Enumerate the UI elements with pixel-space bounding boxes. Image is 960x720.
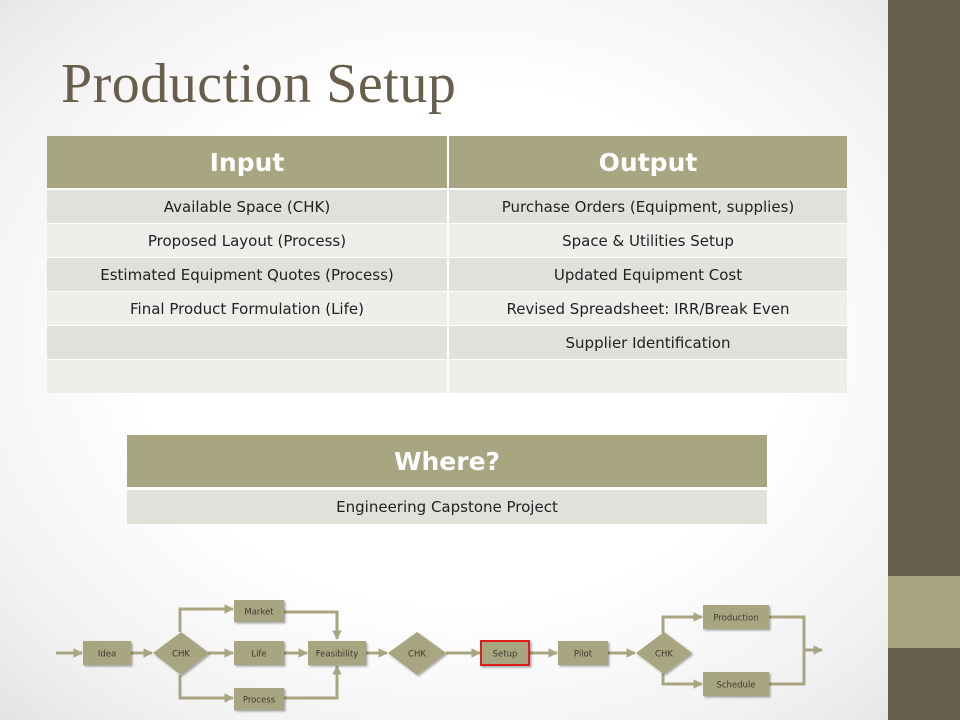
flow-label-chk2: CHK bbox=[408, 650, 426, 660]
input-cell bbox=[47, 325, 447, 359]
table-row: Available Space (CHK) Purchase Orders (E… bbox=[47, 188, 847, 223]
flow-node-chk2 bbox=[388, 632, 446, 675]
flow-node-production bbox=[703, 605, 769, 629]
output-cell: Purchase Orders (Equipment, supplies) bbox=[447, 188, 847, 223]
slide-title: Production Setup bbox=[61, 53, 457, 115]
flow-node-life bbox=[234, 641, 284, 665]
process-flowchart: Idea CHK Market Life Process Feasibility… bbox=[56, 600, 823, 710]
flow-node-pilot bbox=[558, 641, 608, 665]
flow-node-process bbox=[234, 688, 284, 710]
output-cell: Supplier Identification bbox=[447, 325, 847, 359]
arrow-chk-to-process bbox=[178, 675, 234, 703]
flow-label-setup: Setup bbox=[493, 650, 518, 660]
flow-label-life: Life bbox=[251, 650, 266, 660]
arrow-chk-to-production bbox=[661, 612, 703, 633]
flow-label-production: Production bbox=[713, 614, 758, 624]
side-decoration-accent bbox=[888, 576, 960, 648]
flow-label-process: Process bbox=[243, 696, 276, 706]
flow-label-idea: Idea bbox=[98, 650, 116, 660]
arrow-chk-to-schedule bbox=[661, 673, 703, 689]
flow-label-market: Market bbox=[244, 608, 274, 618]
flow-node-chk1 bbox=[153, 632, 209, 675]
table-row: Supplier Identification bbox=[47, 325, 847, 359]
input-cell bbox=[47, 359, 447, 393]
arrow-chk-to-market bbox=[178, 604, 234, 632]
flow-node-chk3 bbox=[636, 632, 692, 674]
input-cell: Available Space (CHK) bbox=[47, 188, 447, 223]
flow-node-market bbox=[234, 600, 284, 622]
output-cell: Space & Utilities Setup bbox=[447, 223, 847, 257]
table-row bbox=[47, 359, 847, 393]
flow-node-setup bbox=[480, 640, 530, 666]
flow-label-pilot: Pilot bbox=[574, 650, 593, 660]
output-cell bbox=[447, 359, 847, 393]
output-cell: Updated Equipment Cost bbox=[447, 257, 847, 291]
merge-connector bbox=[769, 615, 806, 686]
output-cell: Revised Spreadsheet: IRR/Break Even bbox=[447, 291, 847, 325]
flow-connectors bbox=[56, 604, 823, 703]
flow-node-schedule bbox=[703, 672, 769, 696]
flow-node-feasibility bbox=[308, 641, 366, 665]
input-cell: Estimated Equipment Quotes (Process) bbox=[47, 257, 447, 291]
arrow-process-to-feasibility bbox=[284, 665, 342, 700]
flow-label-chk1: CHK bbox=[172, 650, 190, 660]
table-row: Proposed Layout (Process) Space & Utilit… bbox=[47, 223, 847, 257]
where-header: Where? bbox=[127, 435, 767, 487]
where-value: Engineering Capstone Project bbox=[127, 487, 767, 524]
output-column-header: Output bbox=[447, 136, 847, 188]
flow-node-idea bbox=[83, 641, 131, 665]
flow-label-feasibility: Feasibility bbox=[316, 650, 359, 660]
input-column-header: Input bbox=[47, 136, 447, 188]
table-header-row: Input Output bbox=[47, 136, 847, 188]
input-output-table: Input Output Available Space (CHK) Purch… bbox=[47, 136, 847, 393]
flow-label-schedule: Schedule bbox=[716, 681, 755, 691]
table-row: Final Product Formulation (Life) Revised… bbox=[47, 291, 847, 325]
flow-label-chk3: CHK bbox=[655, 650, 673, 660]
where-table: Where? Engineering Capstone Project bbox=[127, 435, 767, 524]
input-cell: Final Product Formulation (Life) bbox=[47, 291, 447, 325]
table-row: Estimated Equipment Quotes (Process) Upd… bbox=[47, 257, 847, 291]
input-cell: Proposed Layout (Process) bbox=[47, 223, 447, 257]
arrow-market-to-feasibility bbox=[284, 610, 342, 640]
